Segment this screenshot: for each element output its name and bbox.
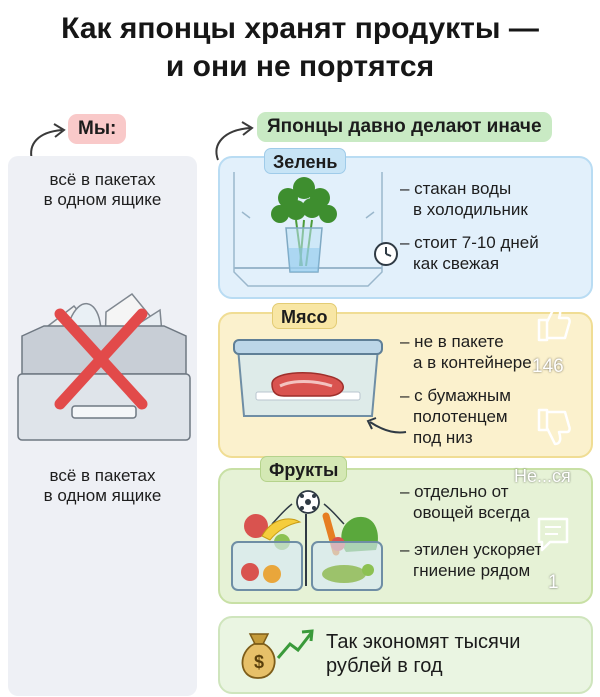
comment-icon[interactable] xyxy=(536,516,570,554)
title-line-2: и они не портятся xyxy=(165,50,435,83)
we-text-bottom: всё в пакетах в одном ящике xyxy=(43,466,162,505)
dislike-label: Не...ся xyxy=(514,466,571,486)
greens-line-1: – стакан воды xyxy=(400,179,512,198)
like-icon[interactable] xyxy=(535,302,571,342)
greens-tag: Зелень xyxy=(264,148,347,174)
meat-tag: Мясо xyxy=(272,303,337,329)
parsley-glass-icon xyxy=(271,177,337,273)
japanese-label: Японцы давно делают иначе xyxy=(257,112,552,142)
meat-line-3: – с бумажным xyxy=(400,386,511,405)
dislike-icon[interactable] xyxy=(535,408,571,448)
savings-text: Так экономят тысячи рублей в год xyxy=(326,631,521,677)
money-bag-icon: $ xyxy=(241,633,276,679)
meat-line-1: – не в пакете xyxy=(400,332,504,351)
greens-card xyxy=(218,156,593,299)
page-title: Как японцы хранят продукты — и они не по… xyxy=(0,10,600,86)
fruit-tag: Фрукты xyxy=(260,456,348,482)
we-label: Мы: xyxy=(68,114,127,144)
greens-line-3: – стоит 7-10 дней xyxy=(400,233,539,252)
greens-line-2: в холодильник xyxy=(413,200,528,219)
title-line-1: Как японцы хранят продукты — xyxy=(61,12,539,45)
money-bag-symbol: $ xyxy=(254,652,264,672)
meat-line-4: полотенцем xyxy=(413,407,508,426)
growth-arrow-icon xyxy=(276,629,314,659)
fruit-line-2: овощей всегда xyxy=(413,503,530,522)
fruit-vegetable-boxes-icon xyxy=(231,490,383,591)
comments-count: 1 xyxy=(548,572,559,593)
fruit-line-1: – отдельно от xyxy=(400,482,509,501)
pointing-arrow-icon xyxy=(366,417,407,434)
meat-line-2: а в контейнере xyxy=(413,353,532,372)
meat-container-icon xyxy=(233,339,383,417)
likes-count: 146 xyxy=(532,356,564,377)
greens-line-4: как свежая xyxy=(413,254,500,273)
clock-icon xyxy=(374,242,398,266)
meat-line-5: под низ xyxy=(413,428,473,447)
drawer-with-bags-illustration xyxy=(17,292,191,441)
fruit-line-3: – этилен ускоряет xyxy=(400,540,543,559)
fruit-line-4: гниение рядом xyxy=(413,561,531,580)
we-text-top: всё в пакетах в одном ящике xyxy=(43,170,162,209)
jp-curved-arrow-icon xyxy=(215,121,254,161)
